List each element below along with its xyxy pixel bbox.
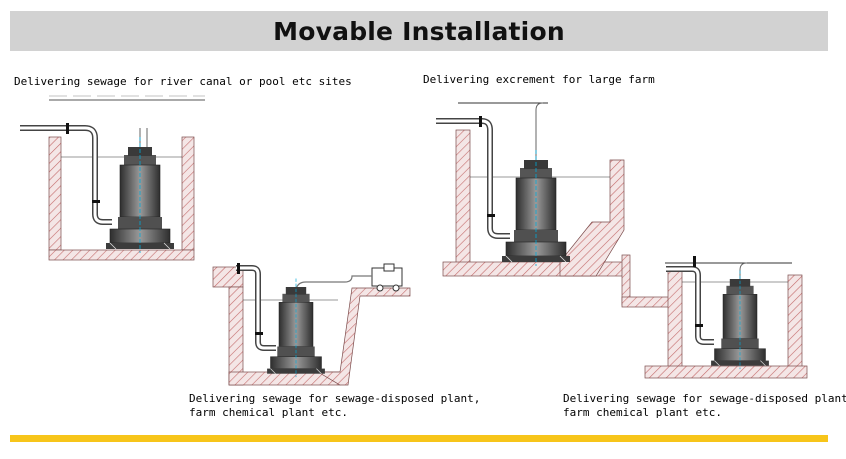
- caption-sewage-plant-middle: Delivering sewage for sewage-disposed pl…: [189, 392, 480, 420]
- diagram-large-farm: [436, 102, 625, 277]
- bottom-accent-bar: [10, 435, 828, 442]
- caption-sewage-plant-right-line1: Delivering sewage for sewage-disposed pl…: [563, 392, 846, 405]
- diagram-sewage-plant-right: [621, 254, 808, 379]
- diagram-river-canal: [20, 95, 205, 261]
- caption-sewage-plant-right-line2: farm chemical plant etc.: [563, 406, 722, 419]
- page-title: Movable Installation: [273, 16, 565, 46]
- caption-large-farm: Delivering excrement for large farm: [423, 73, 655, 87]
- title-bar: Movable Installation: [10, 11, 828, 51]
- caption-sewage-plant-right: Delivering sewage for sewage-disposed pl…: [563, 392, 846, 420]
- caption-large-farm-text: Delivering excrement for large farm: [423, 73, 655, 86]
- diagram-sewage-plant-middle: [212, 263, 411, 386]
- caption-sewage-plant-middle-line2: farm chemical plant etc.: [189, 406, 348, 419]
- caption-sewage-plant-middle-line1: Delivering sewage for sewage-disposed pl…: [189, 392, 481, 405]
- caption-river-canal: Delivering sewage for river canal or poo…: [14, 75, 352, 89]
- caption-river-canal-text: Delivering sewage for river canal or poo…: [14, 75, 352, 88]
